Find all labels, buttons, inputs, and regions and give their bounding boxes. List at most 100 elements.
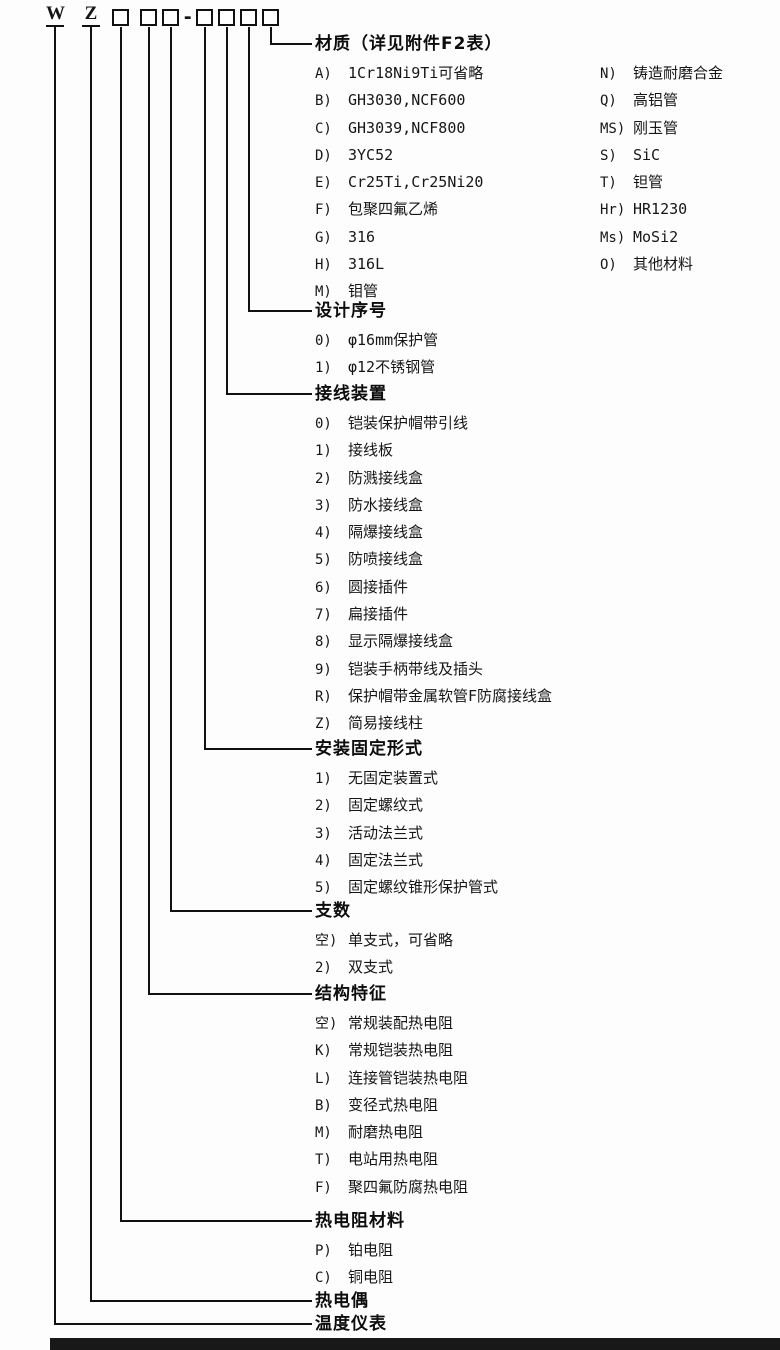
connector-vline-material: [270, 27, 272, 45]
item-label: MoSi2: [633, 227, 679, 246]
item-code: 空): [315, 1016, 338, 1032]
item-label: 1Cr18Ni9Ti可省略: [348, 64, 484, 82]
item-label: 316: [348, 227, 376, 246]
list-item: F)聚四氟防腐热电阻: [315, 1174, 468, 1201]
item-code: T): [315, 1152, 332, 1169]
item-code: 2): [315, 798, 332, 815]
list-item: 2)防溅接线盒: [315, 465, 552, 492]
list-item: Z)简易接线柱: [315, 710, 552, 737]
item-code: 1): [315, 360, 332, 377]
item-code: Z): [315, 716, 332, 733]
code-box-3: [162, 9, 179, 26]
section-title: 温度仪表: [315, 1314, 387, 1334]
item-label: 铠装保护帽带引线: [348, 414, 469, 432]
item-code: M): [315, 1125, 332, 1142]
item-label: 接线板: [348, 441, 394, 460]
list-item: 4)固定法兰式: [315, 847, 498, 874]
list-item: 6)圆接插件: [315, 574, 552, 601]
code-dash: -: [182, 6, 194, 28]
item-code: MS): [600, 120, 626, 137]
code-box-5: [218, 9, 235, 26]
item-label: 单支式，可省略: [348, 931, 454, 949]
item-label: SiC: [633, 145, 661, 164]
item-label: 固定螺纹锥形保护管式: [348, 878, 499, 897]
item-label: 包聚四氟乙烯: [348, 200, 439, 219]
list-item: M)耐磨热电阻: [315, 1119, 468, 1146]
item-code: K): [315, 1043, 332, 1060]
section-title: 设计序号: [315, 301, 387, 321]
list-item: M)钼管: [315, 278, 502, 305]
item-code: C): [315, 1270, 332, 1287]
section-title: 热电阻材料: [315, 1211, 405, 1231]
list-item: 1) φ12不锈钢管: [315, 354, 438, 381]
connector-hline-rtd-material: [120, 1220, 312, 1222]
item-code: G): [315, 229, 332, 246]
section-wiring-device: 接线装置 0) 铠装保护帽带引线 1) 接线板 2)防溅接线盒 3)防水接线盒 4)…: [315, 384, 552, 738]
item-label: 高铝管: [633, 91, 679, 110]
item-label: 3YC52: [348, 145, 394, 164]
section-temperature-instrument: 温度仪表: [315, 1314, 387, 1335]
item-code: A): [315, 66, 332, 82]
item-label: 扁接插件: [348, 605, 409, 624]
connector-vline-thermocouple: [90, 27, 92, 1302]
list-item: A) 1Cr18Ni9Ti可省略: [315, 60, 502, 87]
item-label: 活动法兰式: [348, 823, 424, 842]
item-label: GH3030,NCF600: [348, 91, 466, 110]
item-label: 固定螺纹式: [348, 796, 424, 815]
list-item: H) 316L: [315, 251, 502, 278]
item-code: 4): [315, 852, 332, 869]
section-structure-feature: 结构特征 空)常规装配热电阻 K)常规铠装热电阻 L)连接管铠装热电阻 B)变径…: [315, 984, 468, 1201]
item-label: 变径式热电阻: [348, 1095, 439, 1114]
item-code: H): [315, 257, 332, 274]
section-title: 接线装置: [315, 384, 387, 404]
item-code: 1): [315, 443, 332, 460]
list-item: F)包聚四氟乙烯: [315, 196, 502, 223]
item-code: B): [315, 93, 332, 110]
item-label: 常规装配热电阻: [348, 1014, 454, 1032]
item-code: Ms): [600, 229, 626, 246]
list-item: 4)隔爆接线盒: [315, 519, 552, 546]
item-label: 连接管铠装热电阻: [348, 1068, 469, 1087]
list-item: 0) φ16mm保护管: [315, 327, 438, 354]
list-item: 5)防喷接线盒: [315, 546, 552, 573]
item-code: 4): [315, 525, 332, 542]
item-label: 316L: [348, 255, 385, 274]
item-label: 铸造耐磨合金: [633, 64, 724, 82]
item-code: 7): [315, 607, 332, 624]
code-box-7: [262, 9, 279, 26]
item-code: 0): [315, 333, 332, 349]
list-item: T) 电站用热电阻: [315, 1146, 468, 1173]
item-code: Q): [600, 93, 617, 110]
item-label: 防溅接线盒: [348, 468, 424, 487]
item-code: D): [315, 147, 332, 164]
item-label: 铜电阻: [348, 1268, 394, 1287]
list-item: 5) 固定螺纹锥形保护管式: [315, 874, 498, 901]
list-item: Ms) MoSi2: [600, 224, 723, 251]
item-label: φ12不锈钢管: [348, 358, 436, 377]
item-code: Hr): [600, 202, 626, 219]
connector-vline-wiring-device: [226, 27, 228, 395]
item-label: 保护帽带金属软管F防腐接线盒: [348, 686, 553, 705]
item-label: 防喷接线盒: [348, 550, 424, 569]
item-label: 其他材料: [633, 255, 694, 274]
item-code: 6): [315, 579, 332, 596]
item-code: 0): [315, 416, 332, 432]
item-code: P): [315, 1243, 332, 1259]
list-item: 3)防水接线盒: [315, 492, 552, 519]
item-code: L): [315, 1070, 332, 1087]
item-code: T): [600, 175, 617, 192]
item-code: C): [315, 120, 332, 137]
code-letter-z: Z: [82, 4, 100, 27]
connector-vline-structure-feature: [148, 27, 150, 995]
list-item: 8)显示隔爆接线盒: [315, 628, 552, 655]
item-code: 5): [315, 880, 332, 897]
list-item: Q) 高铝管: [600, 87, 723, 114]
list-item: MS)刚玉管: [600, 115, 723, 142]
code-box-2: [140, 9, 157, 26]
section-title: 安装固定形式: [315, 739, 423, 759]
item-label: 显示隔爆接线盒: [348, 632, 454, 651]
item-label: φ16mm保护管: [348, 331, 439, 349]
material-list-left: A)1Cr18Ni9Ti可省略 B)GH3030,NCF600 C)GH3039…: [315, 60, 502, 306]
item-label: 电站用热电阻: [348, 1150, 439, 1169]
